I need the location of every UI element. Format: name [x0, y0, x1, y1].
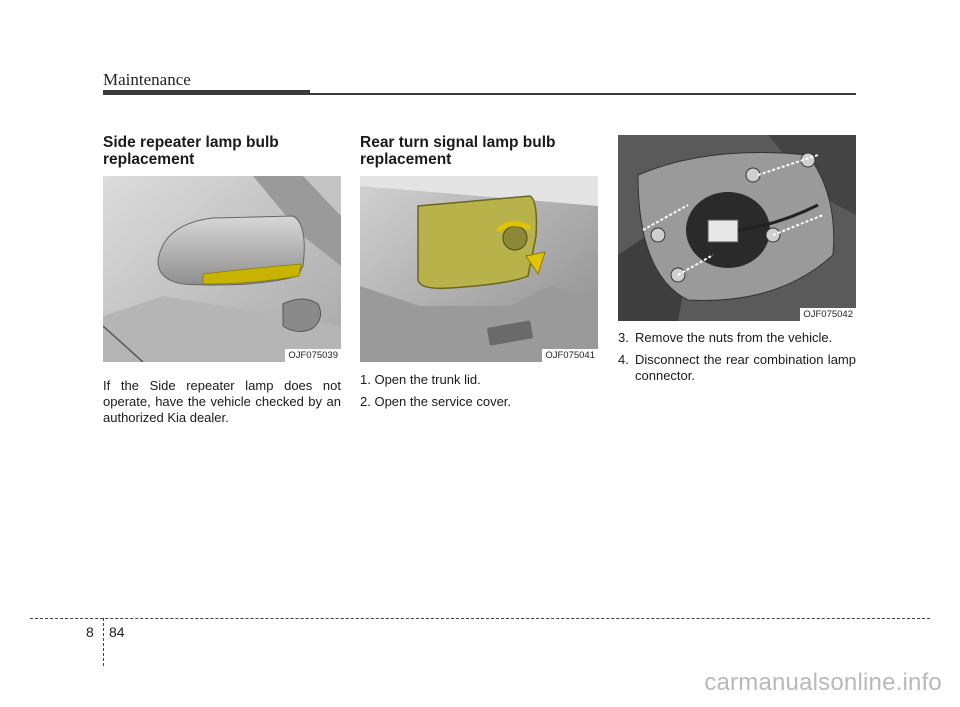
header-rule-thin	[310, 93, 856, 95]
page-header-title: Maintenance	[103, 70, 191, 89]
watermark-text: carmanualsonline.info	[704, 669, 942, 696]
side-mirror-illustration	[103, 176, 341, 362]
step-item: 1. Open the trunk lid.	[360, 372, 481, 387]
figure-code-label: OJF075039	[285, 349, 341, 362]
figure-service-cover: OJF075041	[360, 176, 598, 362]
figure-lamp-nuts: OJF075042	[618, 135, 856, 321]
section1-body-text: If the Side repeater lamp does not opera…	[103, 378, 341, 425]
step-item: 3. Remove the nuts from the vehicle.	[618, 330, 856, 346]
step-text: Disconnect the rear combination lamp con…	[635, 352, 856, 383]
figure-code-label: OJF075041	[542, 349, 598, 362]
figure-code-label: OJF075042	[800, 308, 856, 321]
section-title-side-repeater: Side repeater lamp bulb replacement	[103, 134, 279, 168]
footer-vertical-dash	[103, 618, 104, 666]
step-number: 3.	[618, 330, 629, 345]
step-text: Remove the nuts from the vehicle.	[635, 330, 833, 345]
section2-step-list: 1. Open the trunk lid. 2. Open the servi…	[360, 372, 598, 416]
section3-step-list: 3. Remove the nuts from the vehicle. 4. …	[618, 330, 856, 390]
page-number: 84	[109, 624, 125, 640]
lamp-nuts-illustration	[618, 135, 856, 321]
step-number: 4.	[618, 352, 629, 367]
step-item: 2. Open the service cover.	[360, 394, 512, 409]
header-rule-thick	[103, 90, 310, 95]
chapter-number: 8	[86, 624, 94, 640]
figure-side-mirror: OJF075039	[103, 176, 341, 362]
footer-dashed-rule	[30, 618, 930, 619]
step-item: 4. Disconnect the rear combination lamp …	[618, 352, 856, 384]
service-cover-illustration	[360, 176, 598, 362]
section-title-rear-turn-signal: Rear turn signal lamp bulb replacement	[360, 134, 556, 168]
